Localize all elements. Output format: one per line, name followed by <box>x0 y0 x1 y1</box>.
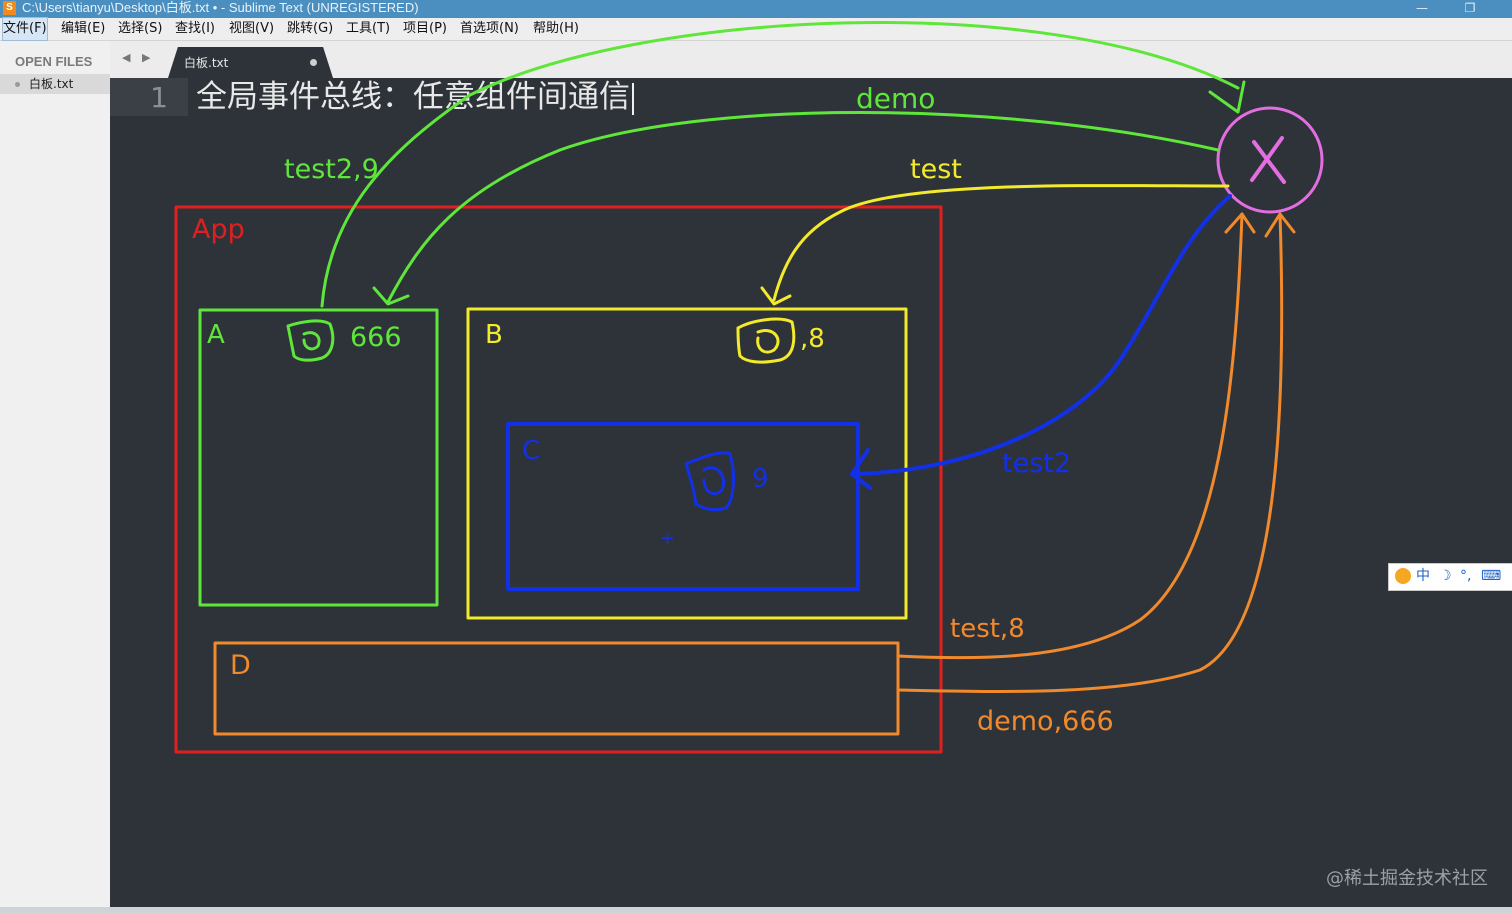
line-gutter: 1 <box>110 78 188 116</box>
component-d-box <box>213 641 900 736</box>
ime-keyboard-icon[interactable]: ⌨ <box>1481 568 1502 584</box>
arrowhead-bus-orange-1 <box>1224 212 1256 234</box>
event-bus-circle <box>1216 106 1324 214</box>
scribble-a <box>286 319 335 362</box>
menu-project[interactable]: 项目(P) <box>403 21 447 36</box>
app-box <box>174 205 943 754</box>
ime-moon-icon[interactable]: ☽ <box>1439 568 1452 584</box>
sublime-app-icon: S <box>3 1 16 15</box>
arrow-a-to-bus <box>320 21 1240 308</box>
sidebar: OPEN FILES 白板.txt <box>0 41 110 913</box>
editor-line-text: 全局事件总线：任意组件间通信 <box>196 79 630 115</box>
menu-preferences[interactable]: 首选项(N) <box>460 21 519 36</box>
label-d: D <box>230 650 251 681</box>
menu-file[interactable]: 文件(F) <box>2 17 48 41</box>
ime-punct-icon[interactable]: °, <box>1460 568 1472 584</box>
label-c-plus: + <box>660 528 676 549</box>
minimize-button[interactable]: — <box>1416 1 1428 15</box>
component-a-box <box>198 308 439 607</box>
arrow-d-to-bus-demo <box>896 212 1284 693</box>
menu-tools[interactable]: 工具(T) <box>346 21 391 36</box>
scribble-b <box>736 317 796 364</box>
ime-toolbar[interactable]: 中 ☽ °, ⌨ <box>1388 563 1512 591</box>
menu-edit[interactable]: 编辑(E) <box>61 21 106 36</box>
sidebar-file-item[interactable]: 白板.txt <box>0 74 110 94</box>
scribble-c <box>684 451 735 512</box>
label-c: C <box>522 436 541 466</box>
bus-x-strokes <box>1250 136 1286 184</box>
menu-goto[interactable]: 跳转(G) <box>287 21 334 36</box>
label-test2: test2 <box>1002 448 1072 479</box>
label-b: B <box>485 320 503 350</box>
label-app: App <box>192 214 245 245</box>
ime-logo-icon <box>1395 568 1411 584</box>
arrowhead-bus-orange-2 <box>1264 212 1296 238</box>
arrowhead-bus-top <box>1208 80 1246 114</box>
label-a: A <box>207 320 225 350</box>
menu-find[interactable]: 查找(I) <box>175 21 215 36</box>
ime-chinese-mode[interactable]: 中 <box>1416 568 1430 584</box>
watermark: @稀土掘金技术社区 <box>1326 868 1488 889</box>
arrowhead-a <box>372 286 410 306</box>
tab-bar: ◀ ▶ 白板.txt <box>110 41 1512 78</box>
arrow-d-to-bus-test <box>896 212 1244 660</box>
label-demo: demo <box>856 82 936 115</box>
arrow-bus-to-a <box>386 111 1220 304</box>
text-cursor <box>632 82 634 115</box>
line-number: 1 <box>150 81 168 114</box>
restore-button[interactable]: ❐ <box>1464 1 1476 15</box>
arrow-bus-to-c <box>854 194 1232 476</box>
component-b-box <box>466 307 908 620</box>
menu-bar: 文件(F) 编辑(E) 选择(S) 查找(I) 视图(V) 跳转(G) 工具(T… <box>0 17 1512 41</box>
window-title: C:\Users\tianyu\Desktop\白板.txt • - Subli… <box>22 0 419 15</box>
component-c-box <box>506 422 860 591</box>
label-test2-9: test2,9 <box>284 154 379 185</box>
tab-nav-arrows-icon[interactable]: ◀ ▶ <box>122 51 155 64</box>
label-test: test <box>910 154 962 185</box>
arrowhead-c <box>850 448 872 490</box>
arrow-bus-to-b <box>772 184 1230 302</box>
arrowhead-b <box>760 286 792 306</box>
label-a-value: 666 <box>350 322 402 353</box>
modified-dot-icon <box>15 82 20 87</box>
title-bar: S C:\Users\tianyu\Desktop\白板.txt • - Sub… <box>0 0 1512 18</box>
menu-view[interactable]: 视图(V) <box>229 21 275 36</box>
open-files-header: OPEN FILES <box>15 54 93 69</box>
sidebar-file-name: 白板.txt <box>29 77 74 91</box>
tab-close-dot-icon[interactable] <box>310 59 317 66</box>
bottom-border <box>0 907 1512 913</box>
label-b-value: ,8 <box>800 324 825 354</box>
label-c-value: 9 <box>752 464 769 494</box>
tab-whiteboard[interactable]: 白板.txt <box>168 47 333 78</box>
label-test-8: test,8 <box>950 614 1025 644</box>
menu-help[interactable]: 帮助(H) <box>533 21 579 36</box>
editor-line[interactable]: 全局事件总线：任意组件间通信 <box>196 78 634 116</box>
label-demo-666: demo,666 <box>977 706 1114 737</box>
tab-label: 白板.txt <box>184 56 229 70</box>
menu-selection[interactable]: 选择(S) <box>118 21 163 36</box>
